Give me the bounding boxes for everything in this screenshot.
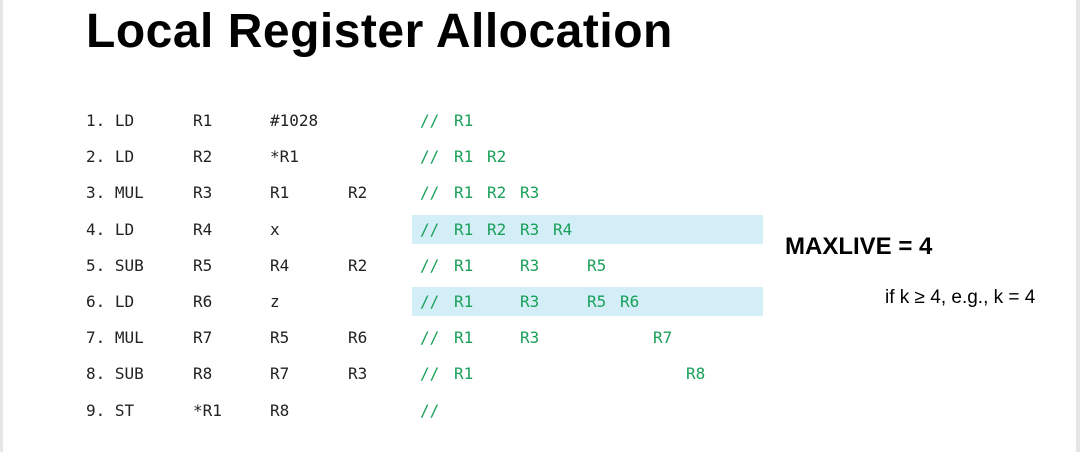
- maxlive-highlight: [412, 287, 763, 316]
- live-register: R6: [620, 292, 640, 311]
- instruction-row: 6. LD R6 z // R1 R3 R5 R6: [0, 290, 1080, 314]
- live-register: R8: [686, 364, 706, 383]
- live-register: R4: [553, 220, 573, 239]
- instruction-arg1: R7: [270, 364, 290, 383]
- live-register: R3: [520, 256, 540, 275]
- maxlive-label: MAXLIVE = 4: [785, 233, 933, 260]
- liveness-comment: //: [420, 147, 440, 166]
- maxlive-highlight: [412, 215, 763, 244]
- live-register: R2: [487, 147, 507, 166]
- instruction-dest: R2: [193, 147, 213, 166]
- live-register: R3: [520, 220, 540, 239]
- instruction-arg1: R8: [270, 401, 290, 420]
- instruction-op: 6. LD: [86, 292, 135, 311]
- right-border: [1076, 0, 1080, 452]
- instruction-op: 2. LD: [86, 147, 135, 166]
- instruction-arg2: R2: [348, 256, 368, 275]
- instruction-arg1: R4: [270, 256, 290, 275]
- instruction-dest: R7: [193, 328, 213, 347]
- liveness-comment: //: [420, 292, 440, 311]
- instruction-row: 3. MUL R3 R1 R2 // R1 R2 R3: [0, 181, 1080, 205]
- instruction-arg2: R3: [348, 364, 368, 383]
- instruction-row: 5. SUB R5 R4 R2 // R1 R3 R5: [0, 254, 1080, 278]
- live-register: R1: [454, 328, 474, 347]
- instruction-dest: *R1: [193, 401, 222, 420]
- instruction-row: 8. SUB R8 R7 R3 // R1 R8: [0, 362, 1080, 386]
- instruction-arg2: R6: [348, 328, 368, 347]
- condition-label: if k ≥ 4, e.g., k = 4: [885, 287, 1036, 308]
- live-register: R3: [520, 183, 540, 202]
- instruction-arg1: z: [270, 292, 280, 311]
- instruction-dest: R4: [193, 220, 213, 239]
- instruction-arg1: R1: [270, 183, 290, 202]
- live-register: R7: [653, 328, 673, 347]
- instruction-op: 8. SUB: [86, 364, 144, 383]
- instruction-row: 1. LD R1 #1028 // R1: [0, 109, 1080, 133]
- live-register: R3: [520, 328, 540, 347]
- instruction-op: 9. ST: [86, 401, 135, 420]
- instruction-row: 2. LD R2 *R1 // R1 R2: [0, 145, 1080, 169]
- live-register: R2: [487, 183, 507, 202]
- instruction-arg1: #1028: [270, 111, 319, 130]
- live-register: R1: [454, 256, 474, 275]
- liveness-comment: //: [420, 328, 440, 347]
- live-register: R1: [454, 111, 474, 130]
- instruction-op: 7. MUL: [86, 328, 144, 347]
- live-register: R5: [587, 292, 607, 311]
- liveness-comment: //: [420, 111, 440, 130]
- live-register: R1: [454, 147, 474, 166]
- instruction-op: 5. SUB: [86, 256, 144, 275]
- instruction-dest: R1: [193, 111, 213, 130]
- liveness-comment: //: [420, 401, 440, 420]
- live-register: R1: [454, 183, 474, 202]
- instruction-arg1: x: [270, 220, 280, 239]
- liveness-comment: //: [420, 220, 440, 239]
- instruction-op: 4. LD: [86, 220, 135, 239]
- instruction-dest: R5: [193, 256, 213, 275]
- instruction-arg1: *R1: [270, 147, 299, 166]
- live-register: R1: [454, 220, 474, 239]
- live-register: R1: [454, 292, 474, 311]
- instruction-row: 9. ST *R1 R8 //: [0, 399, 1080, 423]
- live-register: R5: [587, 256, 607, 275]
- instruction-row: 7. MUL R7 R5 R6 // R1 R3 R7: [0, 326, 1080, 350]
- liveness-comment: //: [420, 183, 440, 202]
- instruction-row: 4. LD R4 x // R1 R2 R3 R4: [0, 218, 1080, 242]
- live-register: R3: [520, 292, 540, 311]
- slide-title: Local Register Allocation: [86, 5, 673, 58]
- instruction-op: 3. MUL: [86, 183, 144, 202]
- instruction-op: 1. LD: [86, 111, 135, 130]
- instruction-dest: R6: [193, 292, 213, 311]
- live-register: R2: [487, 220, 507, 239]
- instruction-arg1: R5: [270, 328, 290, 347]
- instruction-dest: R8: [193, 364, 213, 383]
- instruction-dest: R3: [193, 183, 213, 202]
- liveness-comment: //: [420, 364, 440, 383]
- liveness-comment: //: [420, 256, 440, 275]
- instruction-arg2: R2: [348, 183, 368, 202]
- left-border: [0, 0, 3, 452]
- live-register: R1: [454, 364, 474, 383]
